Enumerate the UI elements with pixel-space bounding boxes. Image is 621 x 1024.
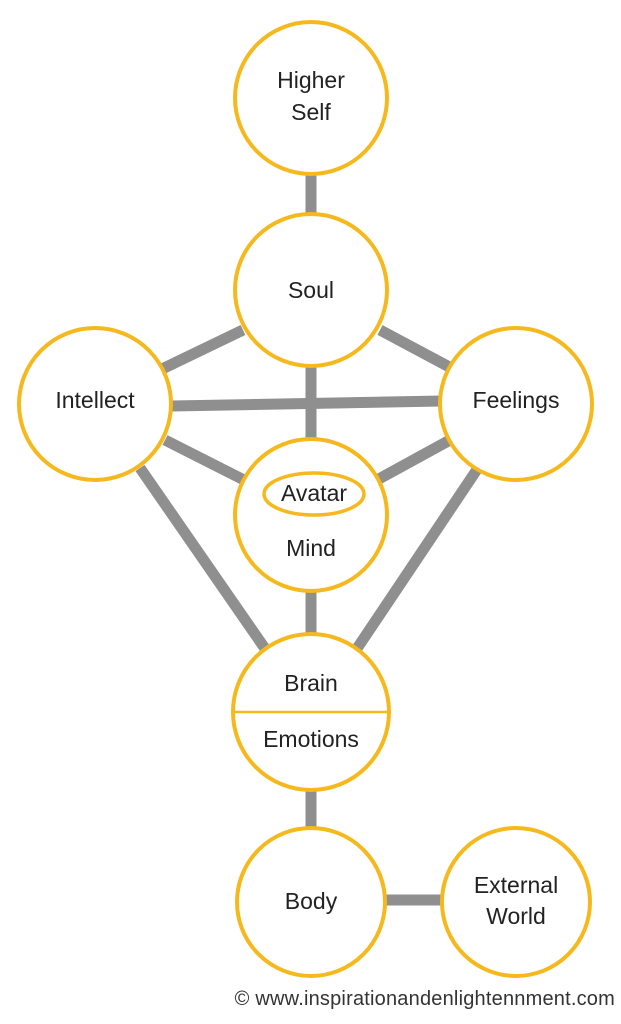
connector-intellect-brain xyxy=(135,464,271,654)
body-label: Body xyxy=(285,888,338,914)
external-world-label-line2: World xyxy=(486,903,546,929)
brain-label: Brain xyxy=(284,670,338,696)
nodes xyxy=(17,20,594,978)
intellect-label: Intellect xyxy=(55,387,135,413)
node-soul xyxy=(233,212,389,368)
mind-label: Mind xyxy=(286,535,336,561)
node-feelings xyxy=(438,326,594,482)
connector-feelings-brain xyxy=(351,464,483,654)
connector-soul-intellect xyxy=(157,325,246,375)
connector-intellect-mind xyxy=(162,435,247,485)
node-intellect xyxy=(17,326,173,482)
avatar-ellipse xyxy=(262,471,366,517)
connectors xyxy=(135,160,483,906)
emotions-label: Emotions xyxy=(263,726,359,752)
soul-label: Soul xyxy=(288,277,334,303)
connector-intellect-feelings xyxy=(171,395,443,412)
node-higher-self xyxy=(233,20,389,176)
connector-soul-feelings xyxy=(377,325,458,375)
avatar-label: Avatar xyxy=(281,480,347,506)
node-external-world xyxy=(440,826,592,978)
external-world-label-line1: External xyxy=(474,872,558,898)
copyright-notice: © www.inspirationandenlightennment.com xyxy=(234,988,615,1010)
connector-feelings-mind xyxy=(374,435,453,485)
node-body xyxy=(235,826,387,978)
higher-self-label-line2: Self xyxy=(291,99,331,125)
higher-self-label-line1: Higher xyxy=(277,67,345,93)
feelings-label: Feelings xyxy=(473,387,560,413)
